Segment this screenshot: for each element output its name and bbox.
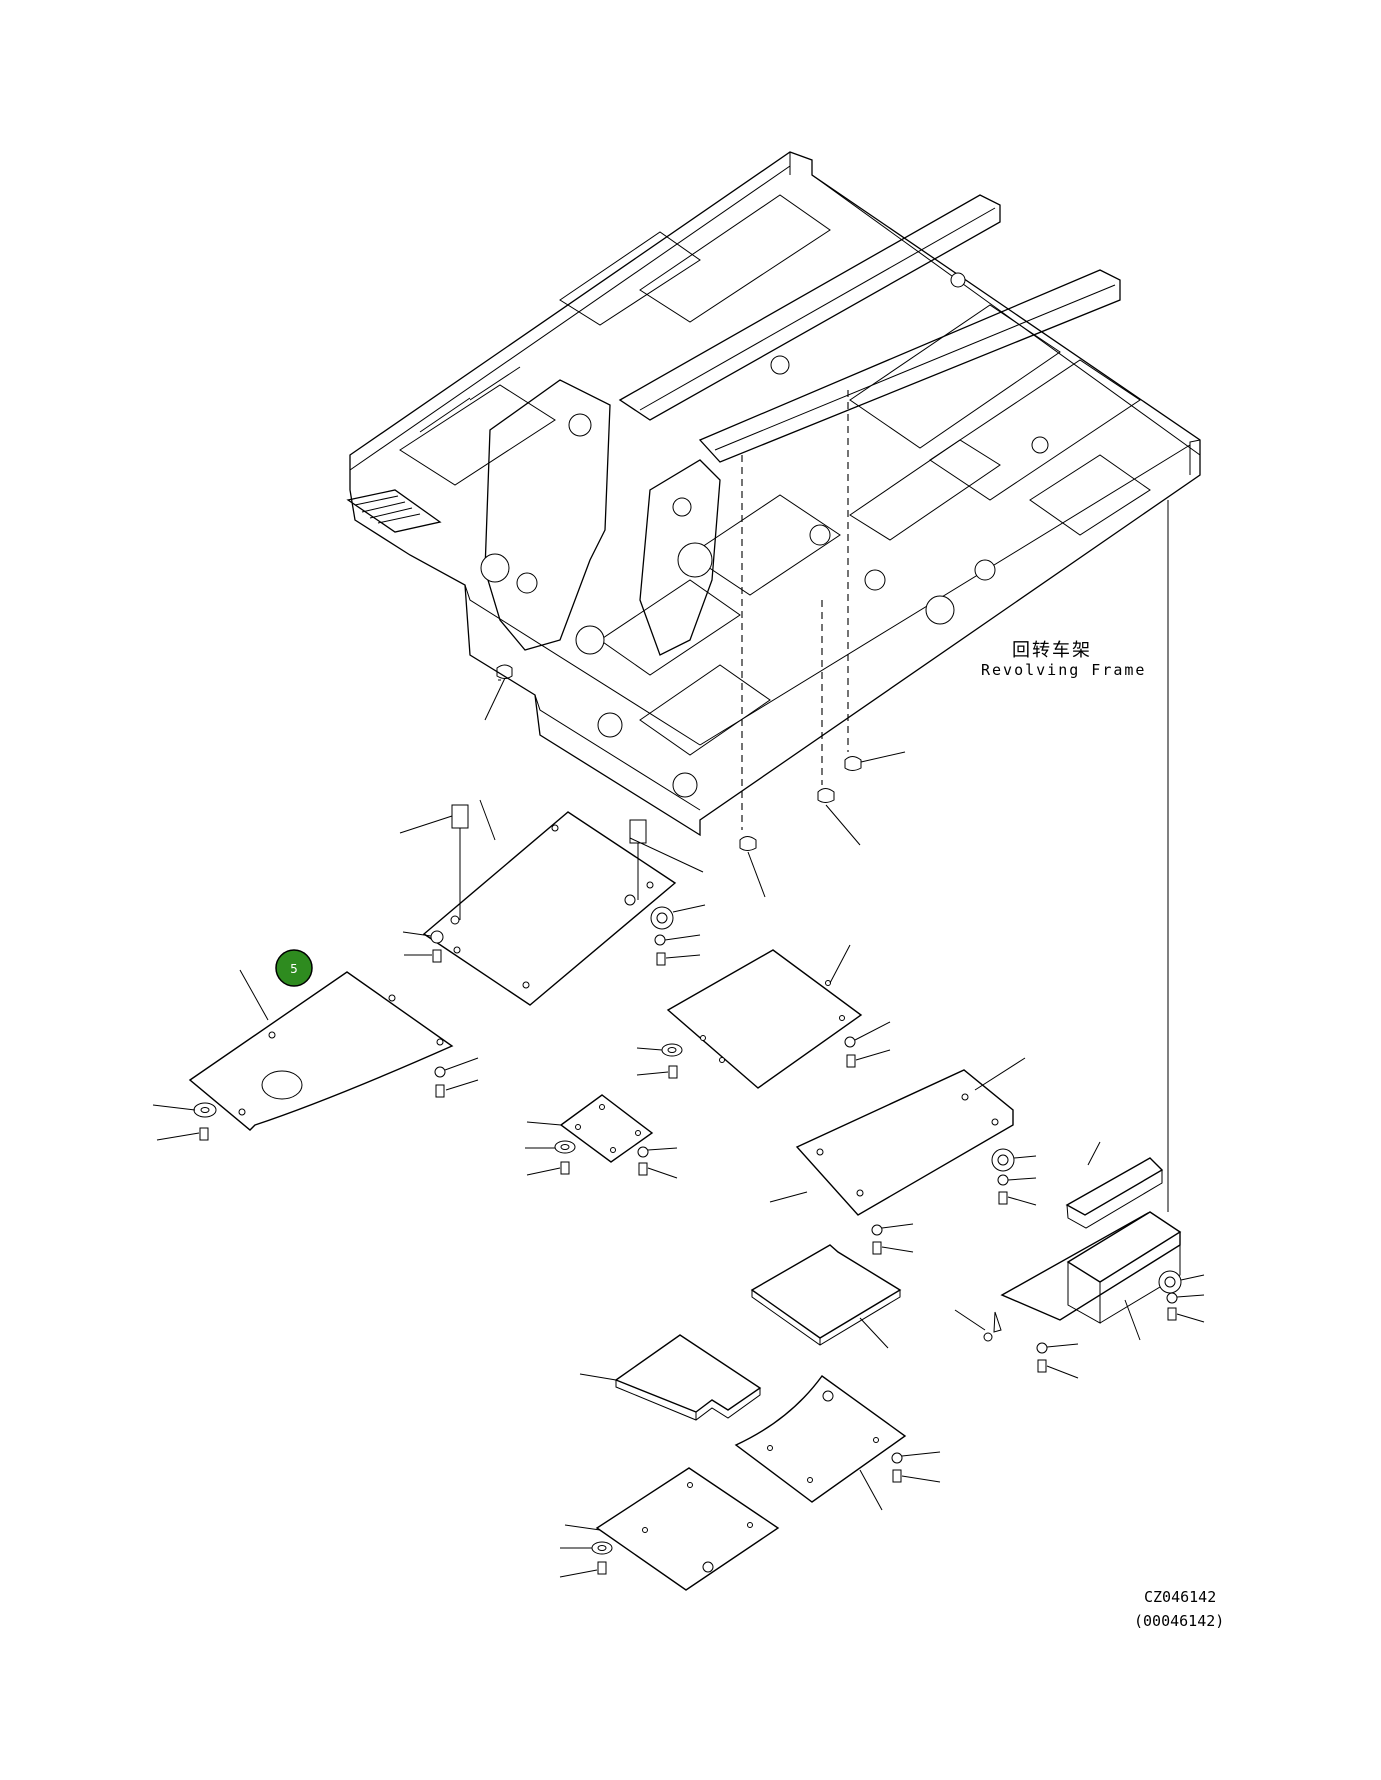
frame-label-english: Revolving Frame	[981, 661, 1147, 679]
floor-mat-b	[579, 1334, 762, 1421]
floor-plate-bottom	[559, 1467, 780, 1591]
cover-plate-middle	[636, 944, 891, 1089]
callout-circle	[275, 949, 313, 987]
callout-number: 5	[290, 962, 298, 976]
callout-marker-5[interactable]: 5	[275, 949, 313, 987]
floor-mat-a	[750, 1244, 902, 1349]
revolving-frame	[346, 151, 1201, 837]
cover-plate-left	[152, 969, 479, 1141]
cover-plate-large	[769, 1057, 1037, 1255]
cover-plate-small	[525, 1094, 678, 1179]
drawing-code-secondary: (00046142)	[1134, 1612, 1225, 1630]
cover-plate-top	[399, 799, 706, 1006]
battery-box	[954, 1141, 1205, 1379]
frame-label-chinese: 回转车架	[1012, 640, 1092, 661]
drawing-code: CZ046142	[1144, 1588, 1217, 1606]
floor-plate-curved	[734, 1375, 941, 1511]
frame-studs	[484, 664, 906, 898]
